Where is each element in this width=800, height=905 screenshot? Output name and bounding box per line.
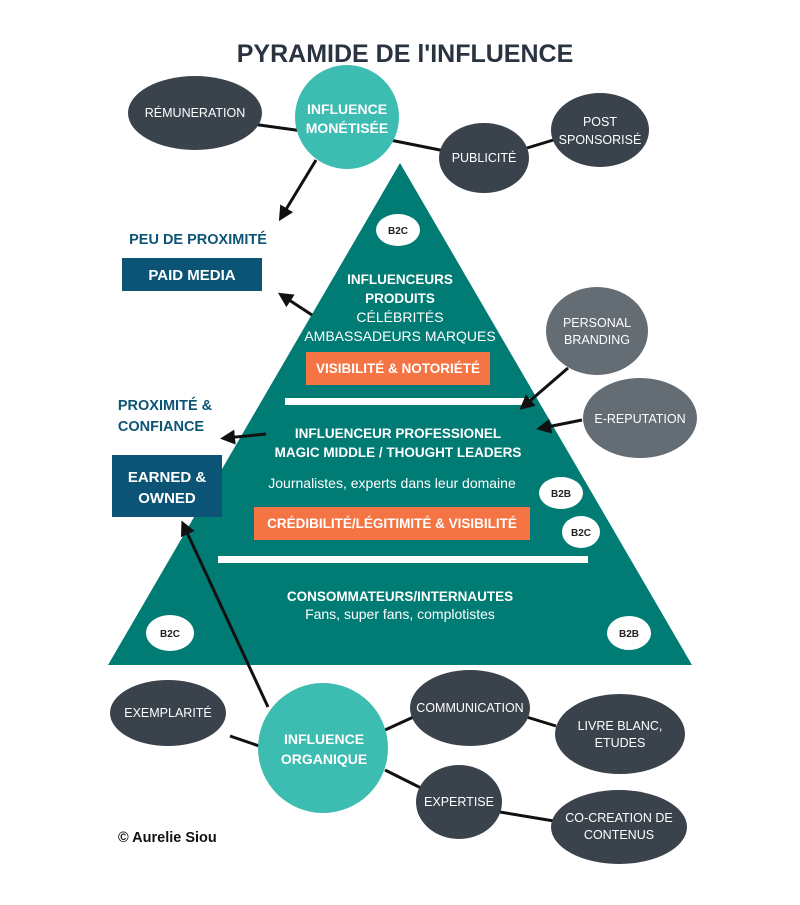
bubble-post-sponsorise: POST SPONSORISÉ: [551, 93, 649, 167]
arrow-from-personal-branding: [519, 366, 569, 410]
pyramid-divider-bottom: [218, 556, 588, 563]
bubble-publicite: PUBLICITÉ: [439, 123, 529, 193]
bubble-post-sponsorise-line1: POST: [583, 115, 617, 129]
arrow-to-proximite-confiance: [220, 429, 267, 445]
bubble-livre-blanc: LIVRE BLANC, ETUDES: [555, 694, 685, 774]
copyright: © Aurelie Siou: [118, 830, 217, 846]
badge-bottom-right-b2b-label: B2B: [619, 629, 639, 640]
label-peu-de-proximite: PEU DE PROXIMITÉ: [129, 231, 267, 248]
badge-bottom-right-b2b: B2B: [607, 616, 651, 650]
bubble-co-creation: CO-CREATION DE CONTENUS: [551, 790, 687, 864]
bubble-livre-blanc-line1: LIVRE BLANC,: [578, 719, 663, 733]
tier-bottom-line2: Fans, super fans, complotistes: [305, 606, 495, 622]
tier-top-line3: CÉLÉBRITÉS: [356, 309, 443, 325]
tier-top-line2: PRODUITS: [365, 291, 435, 306]
bubble-influence-monetisee-line2: MONÉTISÉE: [306, 120, 388, 136]
bubble-influence-monetisee: INFLUENCE MONÉTISÉE: [295, 65, 399, 169]
tier-bottom: CONSOMMATEURS/INTERNAUTES Fans, super fa…: [287, 589, 513, 622]
badge-middle-b2c-label: B2C: [571, 528, 591, 539]
connector-expertise: [384, 768, 426, 792]
bubble-communication: COMMUNICATION: [410, 670, 530, 746]
box-earned-owned: EARNED & OWNED: [112, 455, 222, 517]
bubble-publicite-label: PUBLICITÉ: [452, 150, 517, 165]
bubble-personal-branding-line1: PERSONAL: [563, 316, 631, 330]
bubble-influence-monetisee-line1: INFLUENCE: [307, 101, 387, 117]
bubble-exemplarite: EXEMPLARITÉ: [110, 680, 226, 746]
box-paid-media: PAID MEDIA: [122, 258, 262, 291]
bubble-post-sponsorise-line2: SPONSORISÉ: [559, 132, 642, 147]
badge-bottom-left-b2c-label: B2C: [160, 629, 180, 640]
bubble-influence-organique-line2: ORGANIQUE: [281, 751, 367, 767]
badge-bottom-left-b2c: B2C: [146, 615, 194, 651]
bubble-remuneration-label: RÉMUNERATION: [145, 105, 245, 120]
pyramid-divider-top: [285, 398, 530, 405]
tier-middle: INFLUENCEUR PROFESSIONEL MAGIC MIDDLE / …: [254, 426, 530, 540]
box-earned-owned-line2: OWNED: [138, 490, 196, 507]
arrow-to-paid-media: [277, 292, 313, 317]
connector-publicite: [389, 138, 451, 154]
badge-middle-b2b: B2B: [539, 477, 583, 509]
bubble-expertise: EXPERTISE: [416, 765, 502, 839]
tag-credibilite-bg: [254, 507, 530, 540]
tier-top: INFLUENCEURS PRODUITS CÉLÉBRITÉS AMBASSA…: [304, 272, 496, 385]
label-proximite-line1: PROXIMITÉ &: [118, 397, 213, 414]
arrow-to-earned-owned: [180, 520, 270, 708]
arrow-from-e-reputation: [536, 418, 583, 434]
tag-visibilite-bg: [306, 352, 490, 385]
tier-top-line4: AMBASSADEURS MARQUES: [304, 328, 495, 344]
bubble-e-reputation-label: E-REPUTATION: [594, 412, 685, 426]
bubble-livre-blanc-line2: ETUDES: [595, 736, 646, 750]
tier-middle-line1: INFLUENCEUR PROFESSIONEL: [295, 426, 501, 441]
tier-top-line1: INFLUENCEURS: [347, 272, 453, 287]
tier-bottom-line1: CONSOMMATEURS/INTERNAUTES: [287, 589, 513, 604]
bubble-personal-branding: PERSONAL BRANDING: [546, 287, 648, 375]
connector-co-creation: [499, 810, 561, 824]
tag-credibilite-visibilite: CRÉDIBILITÉ/LÉGITIMITÉ & VISIBILITÉ: [267, 516, 517, 531]
bubble-influence-organique-line1: INFLUENCE: [284, 731, 364, 747]
bubble-communication-label: COMMUNICATION: [416, 701, 523, 715]
bubble-remuneration: RÉMUNERATION: [128, 76, 262, 150]
tag-visibilite-notoriete: VISIBILITÉ & NOTORIÉTÉ: [316, 361, 480, 376]
label-proximite-line2: CONFIANCE: [118, 419, 205, 435]
bubble-co-creation-line2: CONTENUS: [584, 828, 654, 842]
bubble-personal-branding-line2: BRANDING: [564, 333, 630, 347]
tier-middle-line3: Journalistes, experts dans leur domaine: [268, 475, 516, 491]
box-earned-owned-line1: EARNED &: [128, 469, 207, 486]
badge-top-b2c: B2C: [376, 214, 420, 246]
arrow-to-peu-de-proximite: [278, 159, 318, 222]
bubble-co-creation-line1: CO-CREATION DE: [565, 811, 672, 825]
bubble-influence-organique: INFLUENCE ORGANIQUE: [258, 683, 388, 813]
badge-middle-b2b-label: B2B: [551, 489, 571, 500]
bubble-expertise-label: EXPERTISE: [424, 795, 494, 809]
badge-middle-b2c: B2C: [562, 516, 600, 548]
bubble-e-reputation: E-REPUTATION: [583, 378, 697, 458]
arrows: [180, 159, 583, 708]
badge-top-b2c-label: B2C: [388, 226, 408, 237]
tier-middle-line2: MAGIC MIDDLE / THOUGHT LEADERS: [275, 445, 522, 460]
box-paid-media-label: PAID MEDIA: [148, 267, 235, 284]
bubble-exemplarite-label: EXEMPLARITÉ: [124, 705, 212, 720]
diagram-title: PYRAMIDE DE l'INFLUENCE: [237, 40, 574, 68]
